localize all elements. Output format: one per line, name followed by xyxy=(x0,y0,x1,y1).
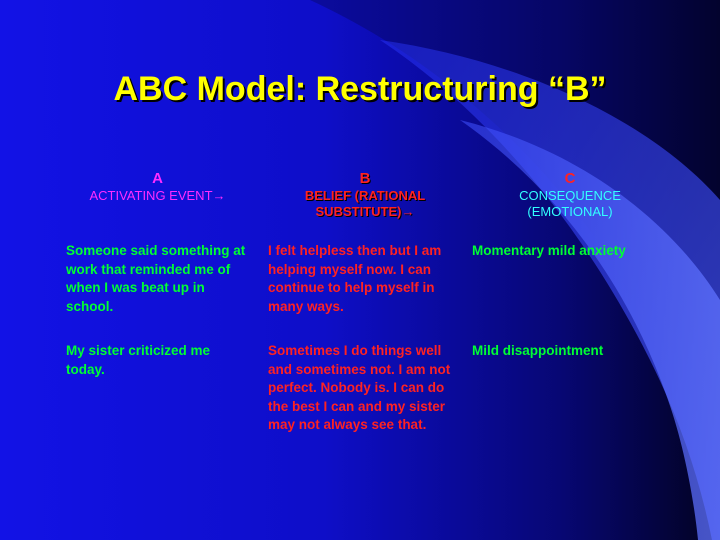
column-b-label-line1: BELIEF (RATIONAL xyxy=(304,188,426,203)
column-c-label-line1: CONSEQUENCE xyxy=(519,188,621,203)
row-2-activating-event: My sister criticized me today. xyxy=(66,343,211,377)
row-1-belief: I felt helpless then but I am helping my… xyxy=(268,243,442,314)
row-2-belief: Sometimes I do things well and sometimes… xyxy=(268,343,451,432)
column-c-letter: C xyxy=(564,170,576,187)
column-b-letter: B xyxy=(359,170,371,187)
row-1-consequence: Momentary mild anxiety xyxy=(472,243,626,258)
slide-title: ABC Model: Restructuring “B” xyxy=(113,70,607,108)
column-c-label-line2: (EMOTIONAL) xyxy=(527,204,613,219)
row-1-activating-event: Someone said something at work that remi… xyxy=(66,243,246,314)
column-a-header: A ACTIVATING EVENT→ xyxy=(60,170,255,204)
column-c-header: C CONSEQUENCE (EMOTIONAL) xyxy=(470,170,670,220)
column-b-header: B BELIEF (RATIONAL SUBSTITUTE)→ xyxy=(265,170,465,220)
column-a-label: ACTIVATING EVENT→ xyxy=(89,188,226,203)
row-2-consequence: Mild disappointment xyxy=(472,343,604,358)
column-a-letter: A xyxy=(152,170,163,187)
column-b-label-line2: SUBSTITUTE)→ xyxy=(315,204,415,219)
